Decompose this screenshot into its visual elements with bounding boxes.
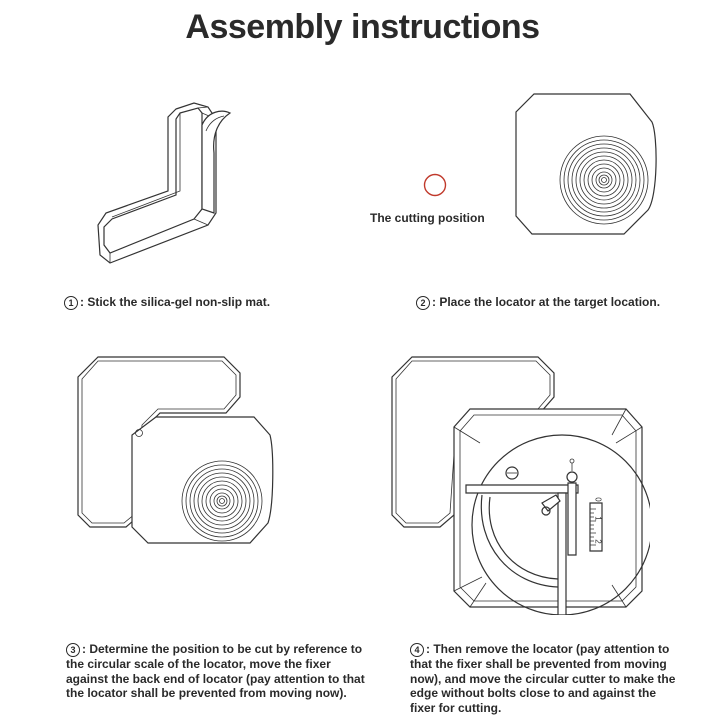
circular-scale [181, 460, 263, 542]
step4-caption: 4: Then remove the locator (pay attentio… [410, 642, 680, 715]
step4-text: : Then remove the locator (pay attention… [410, 642, 676, 715]
step2-number: 2 [416, 296, 430, 310]
step3-caption: 3: Determine the position to be cut by r… [66, 642, 366, 701]
step4-number: 4 [410, 643, 424, 657]
scale-tick-2: 2 [593, 539, 603, 544]
step3-number: 3 [66, 643, 80, 657]
cutting-position-marker [423, 173, 447, 197]
nonslip-mat-illustration [97, 102, 232, 264]
scale-tick-1: 1 [593, 516, 603, 521]
step2-caption: 2: Place the locator at the target locat… [416, 295, 716, 310]
step1-caption: 1: Stick the silica-gel non-slip mat. [64, 295, 364, 310]
fixer-and-cutter-illustration [391, 356, 650, 615]
cutting-position-label: The cutting position [370, 211, 485, 225]
locator-illustration [515, 93, 657, 235]
step2-text: : Place the locator at the target locati… [432, 295, 661, 309]
step1-text: : Stick the silica-gel non-slip mat. [80, 295, 271, 309]
scale-tick-0: 0 [593, 497, 603, 502]
circular-scale [559, 135, 649, 225]
page-title: Assembly instructions [185, 8, 540, 46]
fixer-and-locator-illustration [77, 356, 274, 544]
step3-text: : Determine the position to be cut by re… [66, 642, 365, 700]
step1-number: 1 [64, 296, 78, 310]
